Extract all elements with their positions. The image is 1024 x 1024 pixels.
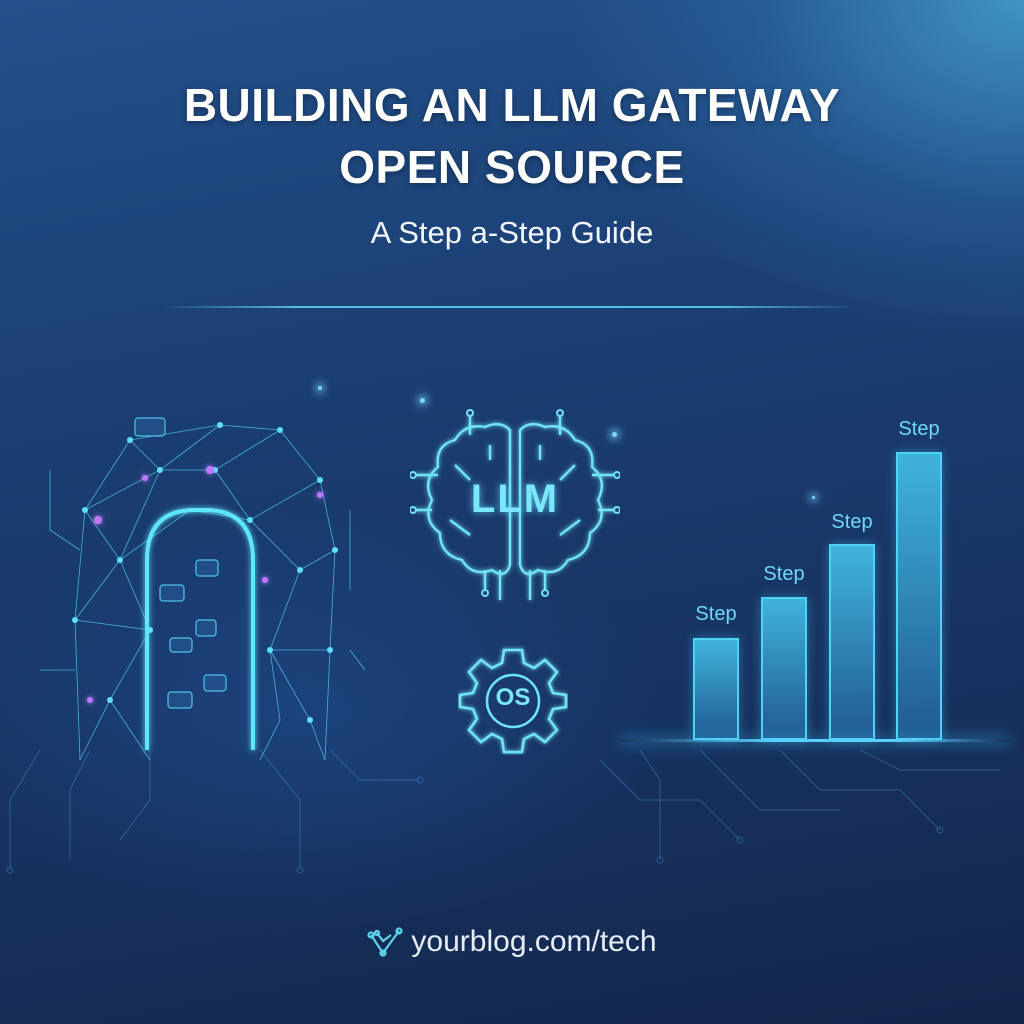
glow-dot — [612, 432, 617, 437]
bar-label-4: Step — [898, 418, 940, 440]
bar-step-4 — [896, 452, 942, 740]
os-label: OS — [495, 684, 531, 711]
glow-dot — [318, 386, 322, 390]
glow-dot — [420, 398, 425, 403]
title-line-1: BUILDING AN LLM GATEWAY — [183, 79, 841, 131]
subtitle: A Step a-Step Guide — [370, 215, 654, 250]
network-archway-icon — [40, 417, 366, 761]
blog-url[interactable]: yourblog.com/tech — [411, 925, 657, 958]
footer: yourblog.com/tech — [0, 925, 1024, 959]
divider — [160, 306, 858, 308]
step-bar-chart: Step Step Step Step — [620, 400, 1010, 760]
bar-step-1 — [693, 638, 739, 740]
bar-label-3: Step — [831, 511, 873, 533]
bar-step-3 — [829, 544, 875, 740]
gear-icon — [458, 648, 568, 754]
bar-label-2: Step — [763, 563, 805, 585]
chart-baseline — [620, 739, 1010, 742]
circuit-brain-icon — [410, 409, 620, 600]
bar-label-1: Step — [695, 603, 737, 625]
check-network-logo-icon — [367, 927, 404, 957]
title-line-2: OPEN SOURCE — [339, 141, 685, 193]
llm-label: LLM — [470, 477, 560, 521]
circuit-floor — [6, 749, 1000, 874]
bar-step-2 — [761, 597, 807, 740]
glow-dot — [812, 496, 815, 499]
